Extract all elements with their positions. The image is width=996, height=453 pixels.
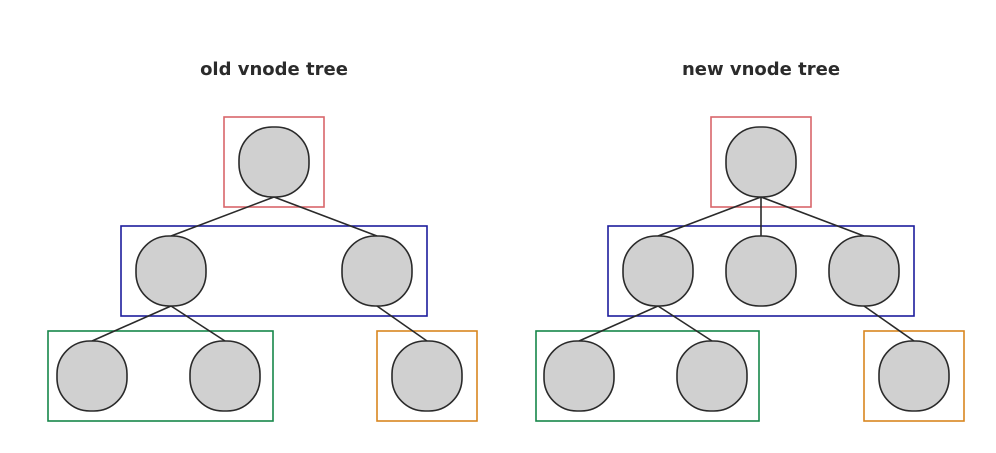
new-level2-node-3 [828, 235, 900, 307]
new-root-node [725, 126, 797, 198]
old-level3-node-1 [56, 340, 128, 412]
old-edge-root-right [273, 196, 378, 237]
new-edge-right-leaf [863, 305, 915, 342]
new-tree-title: new vnode tree [682, 59, 840, 80]
new-level2-node-1 [622, 235, 694, 307]
new-level3-node-2 [676, 340, 748, 412]
new-level2-node-2 [725, 235, 797, 307]
old-vnode-tree [47, 116, 478, 422]
old-level3-right-group-box [376, 330, 478, 422]
new-level3-node-1 [543, 340, 615, 412]
new-edge-root-left [657, 196, 762, 237]
old-level2-group-box [120, 225, 428, 317]
new-level3-left-group-box [535, 330, 760, 422]
old-edge-right-leaf [376, 305, 428, 342]
old-level3-node-2 [189, 340, 261, 412]
old-level2-node-1 [135, 235, 207, 307]
old-root-node [238, 126, 310, 198]
new-level3-node-3 [878, 340, 950, 412]
old-level2-node-2 [341, 235, 413, 307]
old-level3-left-group-box [47, 330, 274, 422]
new-vnode-tree [535, 116, 965, 422]
old-root-group-box [223, 116, 325, 208]
new-level3-right-group-box [863, 330, 965, 422]
old-tree-title: old vnode tree [200, 59, 348, 80]
new-edge-root-right [760, 196, 865, 237]
new-edge-left-leaf2 [657, 305, 713, 342]
old-edge-root-left [170, 196, 275, 237]
new-edge-left-leaf1 [578, 305, 659, 342]
old-edge-left-leaf1 [91, 305, 172, 342]
old-level3-node-3 [391, 340, 463, 412]
old-edge-left-leaf2 [170, 305, 226, 342]
